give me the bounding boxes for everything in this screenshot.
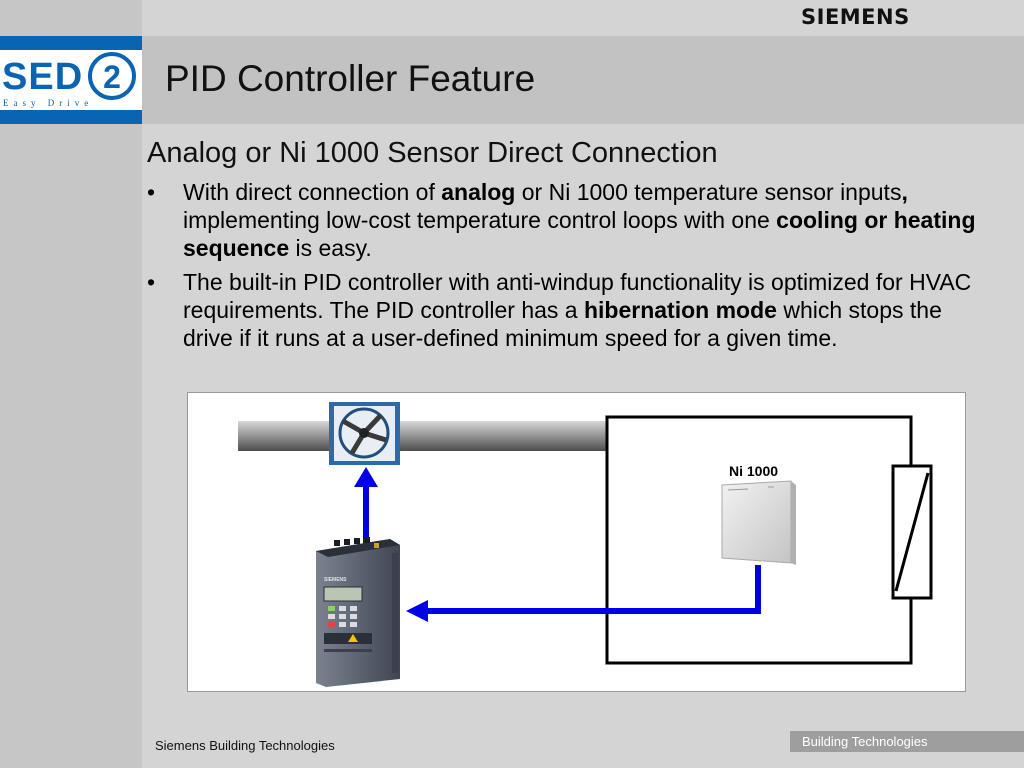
sed2-logo-inner: SED 2 Easy Drive [0, 50, 142, 110]
logo-text: SED [2, 56, 83, 98]
bullet-glyph: • [147, 179, 156, 205]
bullet-list: • With direct connection of analog or Ni… [147, 178, 997, 358]
bullet-text-part: implementing low-cost temperature contro… [183, 207, 777, 233]
control-loop-diagram: Ni 1000 SIEMENS [187, 392, 966, 692]
air-duct [238, 421, 608, 451]
bullet-text-part: analog [441, 179, 516, 205]
resistor-symbol [891, 464, 933, 600]
bullet-glyph: • [147, 269, 156, 295]
bullet-text-part: The built-in PID controller with anti-wi… [183, 269, 972, 323]
footer-division-bar: Building Technologies [790, 731, 1024, 752]
bullet-item: • With direct connection of analog or Ni… [147, 178, 997, 262]
top-band [142, 0, 1024, 36]
footer-division: Building Technologies [802, 734, 928, 749]
fan-icon [329, 402, 400, 465]
sed2-logo: SED 2 Easy Drive [0, 36, 142, 124]
logo-ring-icon [88, 52, 136, 100]
bullet-item: • The built-in PID controller with anti-… [147, 268, 997, 352]
bullet-text-part: is easy. [289, 235, 372, 261]
drive-brand: SIEMENS [324, 577, 347, 583]
bullet-text-part: With direct connection of [183, 179, 442, 205]
sensor-label: Ni 1000 [729, 463, 778, 479]
siemens-brand: SIEMENS [801, 5, 910, 29]
title-band [142, 36, 1024, 124]
page-title: PID Controller Feature [165, 58, 536, 99]
footer-company: Siemens Building Technologies [155, 738, 335, 753]
bullet-text-part: cooling or heating sequence [183, 207, 976, 261]
sed2-logo-graphic: SED 2 Easy Drive [2, 52, 136, 108]
frequency-drive-icon: SIEMENS [316, 537, 400, 687]
logo-tagline: Easy Drive [3, 98, 93, 108]
bullet-text-part: or Ni 1000 temperature sensor inputs [515, 179, 902, 205]
bullet-text-part: , [901, 179, 908, 205]
sensor-to-drive-arrow-icon [406, 565, 761, 622]
left-sidebar [0, 0, 142, 768]
ni1000-sensor-icon [721, 480, 796, 565]
slide-subtitle: Analog or Ni 1000 Sensor Direct Connecti… [147, 137, 718, 169]
diagram-graphic: Ni 1000 SIEMENS [238, 402, 933, 687]
bullet-text-part: hibernation mode [583, 297, 777, 323]
logo-digit: 2 [103, 59, 121, 95]
bullet-text-part: which stops the drive if it runs at a us… [183, 297, 942, 351]
